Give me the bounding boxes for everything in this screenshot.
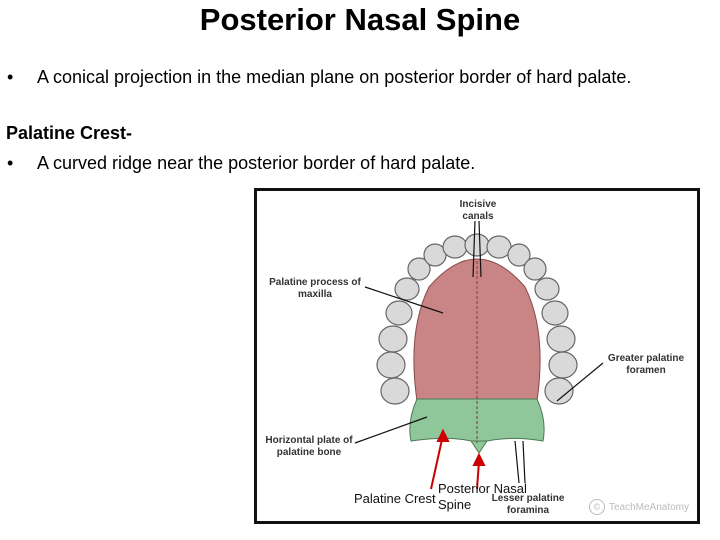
- palate-diagram: Incisive canals Palatine process of maxi…: [254, 188, 700, 524]
- slide-title: Posterior Nasal Spine: [199, 2, 521, 37]
- label-incisive-canals: Incisive canals: [459, 199, 497, 222]
- label-spine: Spine: [438, 497, 472, 512]
- watermark: © TeachMeAnatomy: [588, 499, 689, 515]
- watermark-text: TeachMeAnatomy: [608, 501, 689, 513]
- teeth-arch: [376, 233, 578, 405]
- label-lesser-palatine-foramina: Lesser palatine foramina: [491, 493, 565, 516]
- bullet-text: A curved ridge near the posterior border…: [37, 153, 476, 173]
- bullet-text: A conical projection in the median plane…: [37, 67, 632, 87]
- maxilla-region: [413, 258, 541, 402]
- subheading: Palatine Crest-: [6, 123, 133, 143]
- label-palatine-crest: Palatine Crest: [354, 491, 436, 506]
- bullet-item: • A curved ridge near the posterior borde…: [4, 152, 475, 174]
- copyright-icon: ©: [588, 499, 605, 515]
- label-greater-palatine-foramen: Greater palatine foramen: [607, 353, 685, 376]
- bullet-glyph: •: [7, 153, 14, 173]
- label-posterior-nasal: Posterior Nasal: [438, 481, 527, 496]
- palate-illustration: [354, 220, 604, 490]
- label-palatine-process: Palatine process of maxilla: [269, 277, 361, 300]
- bullet-item: • A conical projection in the median plan…: [4, 66, 631, 88]
- label-horizontal-plate: Horizontal plate of palatine bone: [265, 435, 353, 458]
- bullet-glyph: •: [7, 67, 14, 87]
